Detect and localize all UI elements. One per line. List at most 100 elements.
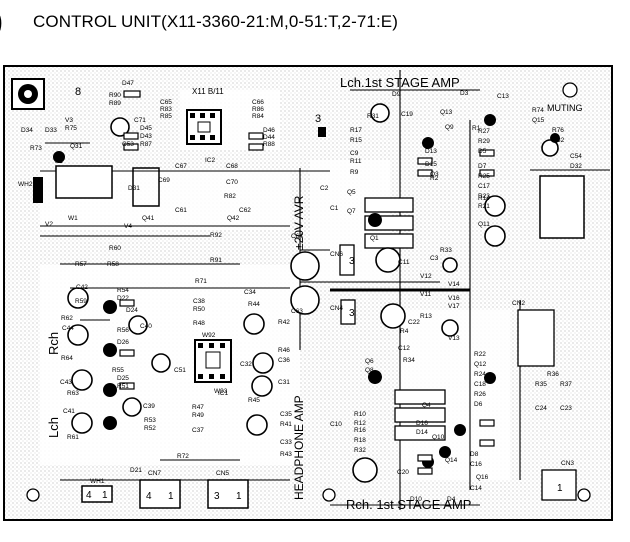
component-label: R42 <box>278 319 290 326</box>
component-label: D45 <box>140 125 152 132</box>
component-label: C66 <box>252 99 264 106</box>
component-label: C37 <box>192 427 204 434</box>
component-label: R82 <box>224 193 236 200</box>
component-label: R92 <box>210 232 222 239</box>
component-label: R86 <box>252 106 264 113</box>
ic-label: IC2 <box>205 157 216 164</box>
svg-text:4: 4 <box>146 491 152 502</box>
connector-label: CN2 <box>512 300 525 307</box>
component-label: V13 <box>448 335 460 342</box>
component-label: C17 <box>478 183 490 190</box>
component-label: R85 <box>160 113 172 120</box>
component-label: Q10 <box>432 434 445 441</box>
headphone-amp-label: HEADPHONE AMP <box>292 395 306 500</box>
component-label: R62 <box>61 315 73 322</box>
component-label: C61 <box>175 207 187 214</box>
electrolytic-capacitors <box>67 103 559 483</box>
component-label: D4 <box>447 496 456 503</box>
component-label: C64 <box>291 233 303 240</box>
component-label: C9 <box>350 150 359 157</box>
component-label: R35 <box>535 381 547 388</box>
component-label: D43 <box>140 133 152 140</box>
component-label: D34 <box>21 127 33 134</box>
component-label: R71 <box>195 278 207 285</box>
ic1-socket <box>194 339 232 383</box>
component-label: C63 <box>291 308 303 315</box>
component-label: W1 <box>68 215 78 222</box>
component-label: Q42 <box>227 215 240 222</box>
component-label: D16 <box>416 420 428 427</box>
connector-label: CN3 <box>561 460 574 467</box>
component-label: R84 <box>252 113 264 120</box>
component-label: C20 <box>397 469 409 476</box>
component-label: C39 <box>143 403 155 410</box>
component-label: R48 <box>193 320 205 327</box>
svg-text:1: 1 <box>236 491 242 502</box>
component-label: D10 <box>410 496 422 503</box>
component-label: D32 <box>570 163 582 170</box>
component-label: R44 <box>248 301 260 308</box>
avr-label: ±20V AVR <box>292 195 306 250</box>
component-label: R23 <box>478 193 490 200</box>
component-label: R45 <box>248 397 260 404</box>
component-label: C31 <box>278 379 290 386</box>
component-label: Q6 <box>365 358 374 365</box>
component-label: R53 <box>144 417 156 424</box>
component-label: R11 <box>350 158 362 165</box>
component-label: C70 <box>226 179 238 186</box>
component-label: Q3 <box>430 171 439 178</box>
component-label: R27 <box>478 128 490 135</box>
component-label: K2 <box>55 158 63 165</box>
connector-label: WH1 <box>90 478 105 485</box>
connector-label: CN6 <box>330 251 343 258</box>
component-label: Q16 <box>476 474 489 481</box>
component-label: R52 <box>144 425 156 432</box>
component-label: WH2 <box>18 181 33 188</box>
component-label: C54 <box>570 153 582 160</box>
component-label: R73 <box>30 145 42 152</box>
component-label: R51 <box>117 383 129 390</box>
number-3-label: 3 <box>315 113 321 125</box>
component-label: R10 <box>354 411 366 418</box>
component-label: Q41 <box>142 215 155 222</box>
component-label: C3 <box>430 255 439 262</box>
figure-marker: ) <box>0 6 3 37</box>
component-label: R87 <box>140 141 152 148</box>
component-label: R54 <box>117 287 129 294</box>
component-label: C68 <box>226 163 238 170</box>
connector-label: CN7 <box>148 470 161 477</box>
component-label: Q9 <box>445 124 454 131</box>
component-label: R46 <box>278 347 290 354</box>
svg-text:1: 1 <box>102 490 108 501</box>
component-label: C11 <box>398 259 410 266</box>
component-label: C44 <box>62 325 74 332</box>
component-label: R47 <box>192 404 204 411</box>
component-label: C69 <box>158 177 170 184</box>
top-amp-label: Lch.1st STAGE AMP <box>340 75 460 90</box>
component-label: C40 <box>140 323 152 330</box>
component-label: R33 <box>440 247 452 254</box>
component-label: Q1 <box>370 235 379 242</box>
component-label: D33 <box>45 127 57 134</box>
component-label: R14 <box>478 195 490 202</box>
muting-label: MUTING <box>547 103 583 113</box>
component-label: R17 <box>350 127 362 134</box>
component-label: C13 <box>497 93 509 100</box>
component-label: V11 <box>420 291 431 298</box>
component-label: R21 <box>478 203 490 210</box>
component-label: C10 <box>330 421 342 428</box>
power-transistor <box>364 197 414 213</box>
component-label: V4 <box>124 223 132 230</box>
diodes <box>119 90 495 475</box>
component-label: C67 <box>175 163 187 170</box>
component-label: C33 <box>280 439 292 446</box>
component-label: C32 <box>240 361 252 368</box>
svg-text:1: 1 <box>168 491 174 502</box>
marker-square <box>318 127 326 137</box>
component-label: R60 <box>109 245 121 252</box>
component-label: C19 <box>401 111 413 118</box>
component-label: R64 <box>61 355 73 362</box>
board-connector-wh2 <box>33 177 43 203</box>
